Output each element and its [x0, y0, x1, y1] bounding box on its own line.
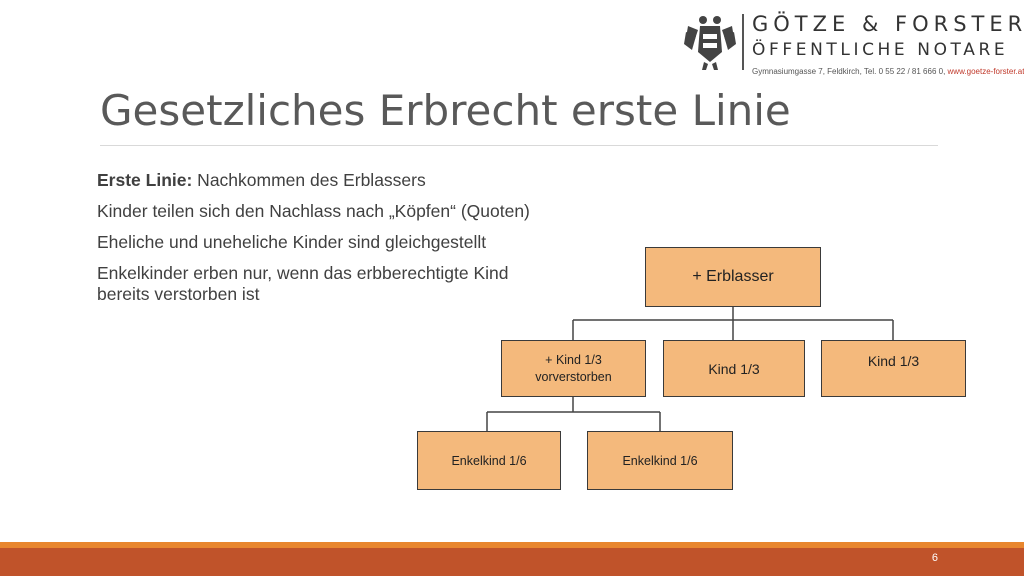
- node-child-deceased: + Kind 1/3 vorverstorben: [501, 340, 646, 397]
- firm-name: GÖTZE & FORSTER: [752, 12, 1024, 36]
- node-label: Kind 1/3: [867, 352, 920, 369]
- bullet-item: Enkelkinder erben nur, wenn das erbberec…: [97, 263, 537, 305]
- bullet-bold: Erste Linie:: [97, 170, 193, 190]
- bullet-item: Kinder teilen sich den Nachlass nach „Kö…: [97, 201, 537, 222]
- bullet-item: Erste Linie: Nachkommen des Erblassers: [97, 170, 537, 191]
- node-label: + Erblasser: [692, 268, 774, 285]
- firm-subtitle: ÖFFENTLICHE NOTARE: [752, 40, 1009, 60]
- node-erblasser: + Erblasser: [645, 247, 821, 307]
- node-child-2: Kind 1/3: [663, 340, 805, 397]
- bullet-text: Enkelkinder erben nur, wenn das erbberec…: [97, 263, 509, 304]
- node-label-line2: vorverstorben: [535, 369, 612, 384]
- eagle-icon: [684, 16, 736, 70]
- footer-bar: [0, 548, 1024, 576]
- node-grandchild-2: Enkelkind 1/6: [587, 431, 733, 490]
- page-number: 6: [931, 552, 938, 564]
- node-label: Kind 1/3: [708, 360, 760, 377]
- node-grandchild-1: Enkelkind 1/6: [417, 431, 561, 490]
- bullet-text: Kinder teilen sich den Nachlass nach „Kö…: [97, 201, 530, 221]
- node-child-3: Kind 1/3: [821, 340, 966, 397]
- bullet-list: Erste Linie: Nachkommen des Erblassers K…: [97, 170, 537, 315]
- bullet-item: Eheliche und uneheliche Kinder sind glei…: [97, 232, 537, 253]
- firm-address: Gymnasiumgasse 7, Feldkirch, Tel. 0 55 2…: [752, 67, 1024, 76]
- firm-logo: GÖTZE & FORSTER ÖFFENTLICHE NOTARE Gymna…: [684, 10, 1024, 80]
- footer-accent-bar: [0, 542, 1024, 548]
- title-underline: [100, 145, 938, 146]
- node-label: + Kind 1/3 vorverstorben: [535, 352, 611, 386]
- website-link[interactable]: www.goetze-forster.at: [947, 67, 1024, 76]
- address-text: Gymnasiumgasse 7, Feldkirch, Tel. 0 55 2…: [752, 67, 948, 76]
- node-label-line1: + Kind 1/3: [545, 352, 602, 367]
- bullet-text: Eheliche und uneheliche Kinder sind glei…: [97, 232, 487, 252]
- node-label: Enkelkind 1/6: [451, 453, 527, 468]
- node-label: Enkelkind 1/6: [622, 453, 698, 468]
- logo-divider: [742, 14, 744, 70]
- bullet-text: Nachkommen des Erblassers: [192, 170, 426, 190]
- slide-title: Gesetzliches Erbrecht erste Linie: [100, 86, 791, 135]
